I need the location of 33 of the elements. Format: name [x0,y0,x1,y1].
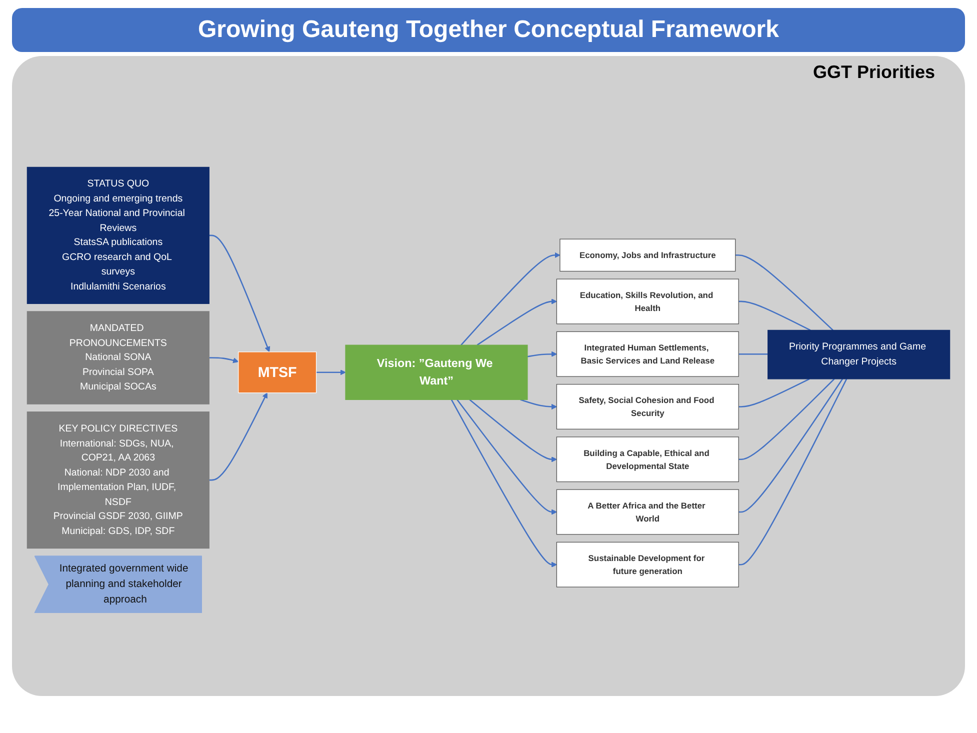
arrow [469,399,557,462]
node-box: MANDATED PRONOUNCEMENTS National SONA Provincial SOPA Municipal SOCAs [26,311,210,404]
node-box: A Better Africa and the Better World [556,489,739,535]
node-box: Education, Skills Revolution, and Health [556,278,739,324]
node-box: STATUS QUO Ongoing and emerging trends 25-Year National and Provincial Reviews StatsSA publications GCRO research and QoL surveys Indlulamithi Scenarios [26,166,210,304]
node-box: MTSF [238,352,317,394]
arrow [460,252,560,346]
arrow [527,351,557,358]
title-banner: Growing Gauteng Together Conceptual Framework [12,8,965,52]
node-box: Integrated Human Settlements, Basic Services and Land Release [556,331,739,377]
connector [738,378,835,460]
arrow [476,298,557,346]
arrow [209,357,239,364]
arrow [456,399,557,515]
connector [735,254,834,331]
connector [738,354,768,355]
arrow [450,399,557,568]
connector [738,300,811,331]
connector [738,378,848,566]
connector [738,378,844,513]
arrow [209,392,268,481]
node-box: Vision: ”Gauteng We Want” [345,344,528,400]
node-box: Building a Capable, Ethical and Developmental State [556,436,739,482]
node-box: Sustainable Development for future generation [556,542,739,588]
arrow [316,370,346,376]
arrow [209,234,270,352]
arrow [520,399,557,410]
node-box: Safety, Social Cohesion and Food Security [556,384,739,430]
connector [738,378,810,408]
section-heading: GGT Priorities [812,62,935,83]
node-box: Priority Programmes and Game Changer Projects [768,330,950,380]
node-box: Economy, Jobs and Infrastructure [560,238,736,272]
node-box: KEY POLICY DIRECTIVES International: SDGs, NUA, COP21, AA 2063 National: NDP 2030 and Implementation Plan, IUDF, NSDF Provincial GSDF 2030, GIIMP Municipal: GDS, IDP, SDF [26,412,210,549]
